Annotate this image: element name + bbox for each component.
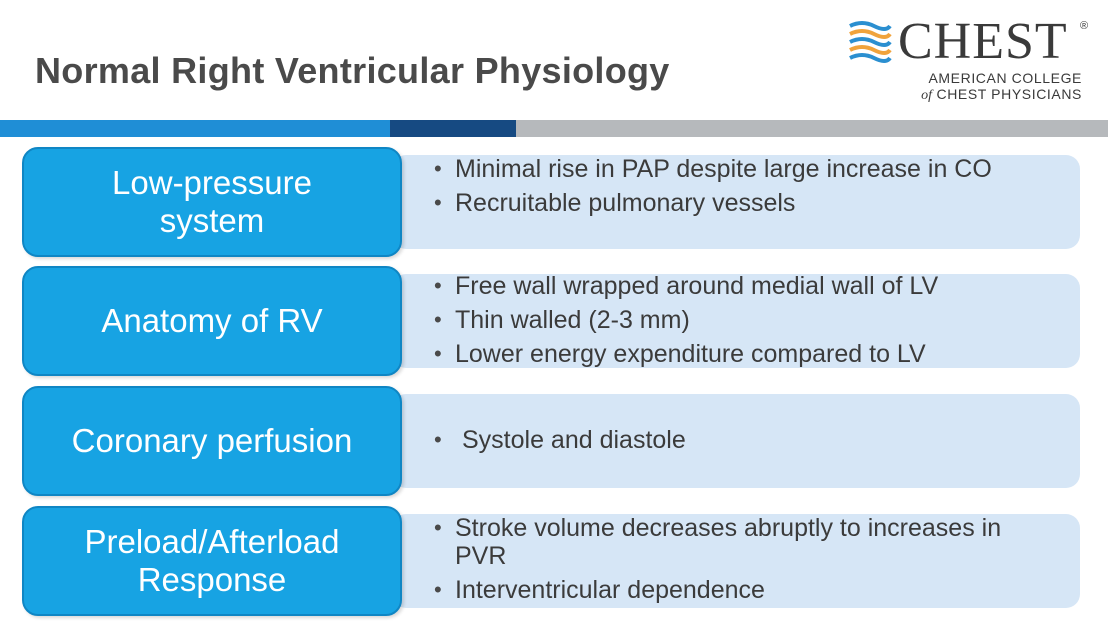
- bullet-list: Minimal rise in PAP despite large increa…: [432, 155, 1052, 217]
- topic-label-line: Anatomy of RV: [101, 302, 323, 339]
- bullet-list: Systole and diastole: [432, 426, 1052, 454]
- bullet-list: Stroke volume decreases abruptly to incr…: [432, 514, 1052, 604]
- accent-bar-gray: [516, 120, 1108, 137]
- bullet-item: Minimal rise in PAP despite large increa…: [432, 155, 1052, 183]
- topic-label-line: Low-pressure: [112, 164, 312, 201]
- topic-row: Anatomy of RV Free wall wrapped around m…: [22, 266, 1082, 378]
- bullet-item: Free wall wrapped around medial wall of …: [432, 272, 1052, 300]
- bullet-item: Systole and diastole: [432, 426, 1052, 454]
- accent-bar-dark-blue: [390, 120, 516, 137]
- topic-label: Low-pressure system: [22, 147, 402, 257]
- topic-label: Anatomy of RV: [22, 266, 402, 376]
- slide-title: Normal Right Ventricular Physiology: [35, 50, 670, 91]
- topic-label-line: Coronary perfusion: [71, 422, 353, 459]
- topic-label-line: Response: [137, 561, 287, 598]
- topic-row: Preload/Afterload Response Stroke volume…: [22, 506, 1082, 618]
- bullet-list: Free wall wrapped around medial wall of …: [432, 272, 1052, 368]
- topic-label: Coronary perfusion: [22, 386, 402, 496]
- chest-wordmark: CHEST: [898, 13, 1068, 70]
- bullet-item: Stroke volume decreases abruptly to incr…: [432, 514, 1052, 570]
- topic-label-line: system: [159, 202, 265, 239]
- logo-subtitle-line2: of CHEST PHYSICIANS: [900, 86, 1082, 104]
- logo-of: of: [921, 88, 932, 103]
- bullet-item: Interventricular dependence: [432, 576, 1052, 604]
- topic-label: Preload/Afterload Response: [22, 506, 402, 616]
- topic-label-line: Preload/Afterload: [84, 523, 340, 560]
- bullet-item: Recruitable pulmonary vessels: [432, 189, 1052, 217]
- logo-subtitle-rest: CHEST PHYSICIANS: [936, 86, 1082, 102]
- topic-row: Low-pressure system Minimal rise in PAP …: [22, 147, 1082, 259]
- registered-mark: ®: [1080, 20, 1089, 32]
- chest-logo: CHEST ® AMERICAN COLLEGE of CHEST PHYSIC…: [848, 14, 1093, 104]
- topic-row: Coronary perfusion Systole and diastole: [22, 386, 1082, 498]
- bullet-item: Thin walled (2-3 mm): [432, 306, 1052, 334]
- logo-subtitle-line1: AMERICAN COLLEGE: [928, 70, 1082, 86]
- chest-stripes-logo-icon: [849, 21, 892, 63]
- bullet-item: Lower energy expenditure compared to LV: [432, 340, 1052, 368]
- accent-bar-blue: [0, 120, 390, 137]
